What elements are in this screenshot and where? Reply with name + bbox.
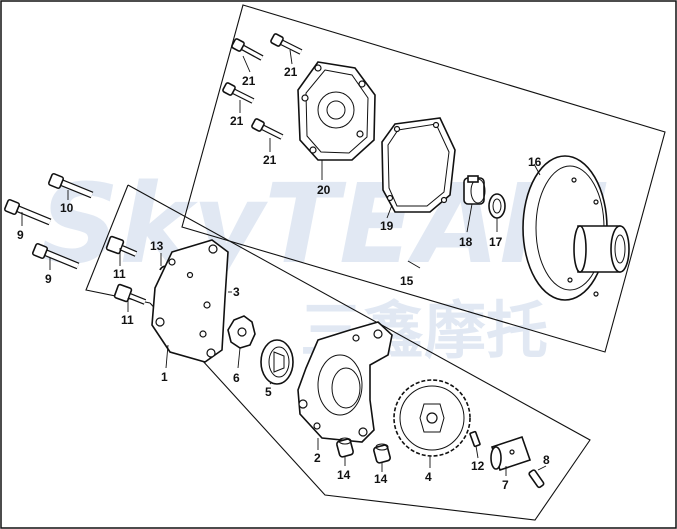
- callouts: 21 21 21 21 20 19 18 17 16 15 10 9 9 13 …: [17, 65, 550, 492]
- callout-12: 12: [471, 459, 485, 473]
- leader-lines: [21, 49, 547, 476]
- callout-21-d: 21: [263, 153, 277, 167]
- callout-3: 3: [233, 285, 240, 299]
- callout-15: 15: [400, 274, 414, 288]
- callout-1: 1: [161, 370, 168, 384]
- callout-10: 10: [60, 201, 74, 215]
- callout-18: 18: [459, 235, 473, 249]
- pin-12: [469, 430, 481, 448]
- outer-rotor-5: [260, 339, 294, 385]
- shaft-7: [490, 435, 532, 472]
- callout-4: 4: [425, 470, 432, 484]
- bolt-11-a: [105, 235, 138, 257]
- callout-13: 13: [150, 239, 164, 253]
- bearing-18: [463, 175, 486, 205]
- callout-9-b: 9: [45, 272, 52, 286]
- dowel-14-b: [373, 443, 391, 464]
- callout-21-a: 21: [242, 74, 256, 88]
- bolt-21-d: [251, 118, 284, 140]
- bolt-10: [47, 172, 94, 199]
- bolt-21-a: [231, 38, 264, 61]
- callout-8: 8: [543, 453, 550, 467]
- bolt-9-a: [3, 198, 52, 226]
- pump-body-2: [297, 321, 393, 443]
- callout-2: 2: [314, 451, 321, 465]
- bolt-21-b: [270, 33, 303, 55]
- callout-21-b: 21: [284, 65, 298, 79]
- callout-11-a: 11: [113, 267, 126, 281]
- callout-6: 6: [233, 371, 240, 385]
- callout-5: 5: [265, 385, 272, 399]
- callout-21-c: 21: [230, 114, 244, 128]
- callout-9-a: 9: [17, 228, 24, 242]
- callout-20: 20: [317, 183, 331, 197]
- pump-group-frame: [127, 184, 591, 521]
- dowel-14-a: [336, 437, 354, 458]
- inner-rotor-6: [227, 315, 256, 349]
- cover-group-frame: [181, 4, 666, 353]
- gasket-19: [381, 117, 456, 213]
- rotor-16: [522, 155, 630, 301]
- watermark-latin: SkyTEAM: [40, 160, 609, 288]
- bolt-11-b: [113, 283, 147, 305]
- gear-4: [393, 379, 471, 457]
- callout-17: 17: [489, 235, 503, 249]
- callout-7: 7: [502, 478, 509, 492]
- callout-14-b: 14: [374, 472, 388, 486]
- callout-11-b: 11: [121, 313, 134, 327]
- pin-8: [528, 469, 545, 489]
- pump-cover-3: [151, 239, 229, 363]
- callout-14-a: 14: [337, 468, 351, 482]
- oring-17: [488, 193, 506, 219]
- bolt-21-c: [222, 82, 255, 104]
- callout-19: 19: [380, 219, 394, 233]
- bolt-9-b: [31, 242, 80, 270]
- cover-plate-20: [297, 61, 376, 161]
- callout-16: 16: [528, 155, 542, 169]
